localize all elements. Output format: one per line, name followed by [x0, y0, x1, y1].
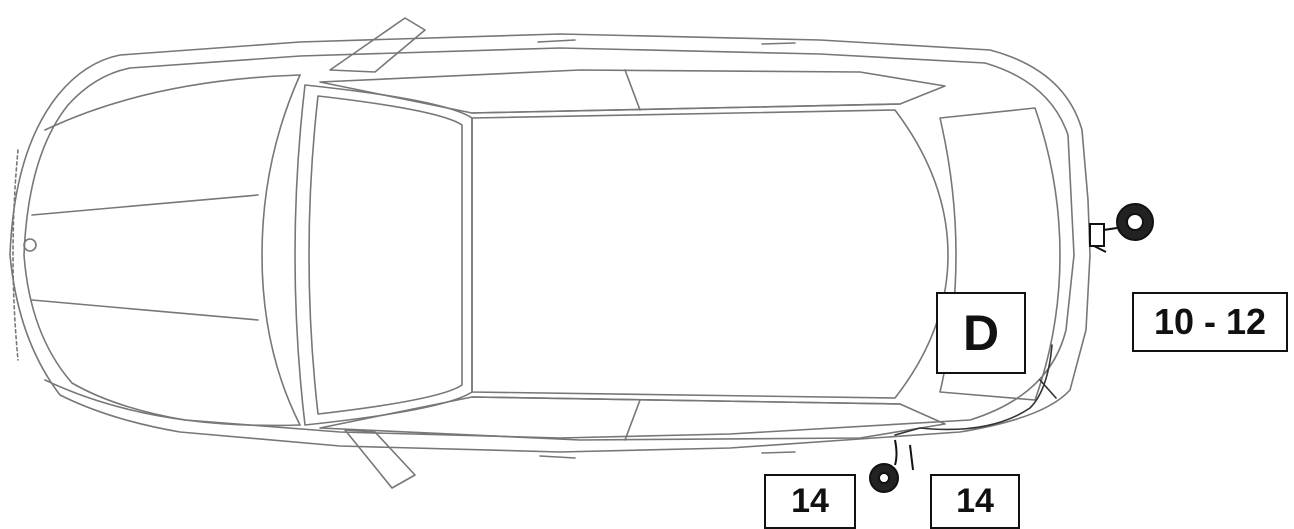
door-handle-bottom-rear: [761, 451, 796, 454]
hood-centerline-2: [31, 299, 259, 321]
hood-crease-bottom: [44, 379, 301, 427]
callout-step-range-label: 10 - 12: [1153, 301, 1267, 342]
hood-centerline: [31, 194, 259, 216]
trailer-socket-icon: [1089, 203, 1154, 253]
mirror-right: [344, 429, 416, 489]
callout-step-left-label: 14: [791, 482, 829, 520]
rear-window: [939, 107, 1061, 401]
mirror-left: [329, 17, 426, 73]
door-handle-top-front: [537, 39, 576, 43]
side-window-top: [319, 69, 946, 114]
front-grille: [12, 149, 19, 361]
callout-step-range: 10 - 12: [1132, 292, 1288, 352]
door-handle-top-rear: [761, 42, 796, 45]
door-split-bottom: [624, 399, 641, 441]
door-split-top: [624, 69, 641, 111]
roof: [471, 109, 949, 399]
connector-plug-icon: [869, 439, 914, 493]
hood-crease-top: [44, 74, 301, 131]
callout-step-right: 14: [930, 474, 1020, 529]
wiring-harness: [894, 344, 1053, 436]
car-body-inner-line: [23, 47, 1075, 439]
callout-step-left: 14: [764, 474, 856, 529]
front-emblem: [23, 238, 37, 252]
door-handle-bottom-front: [539, 455, 576, 459]
callout-zone-d: D: [936, 292, 1026, 374]
wiring-harness-2: [1039, 379, 1057, 399]
callout-step-right-label: 14: [956, 482, 994, 520]
windshield: [294, 84, 473, 426]
callout-zone-d-label: D: [962, 305, 1000, 361]
windshield-inner: [308, 95, 463, 415]
car-body-outline: [9, 33, 1091, 453]
side-window-bottom: [319, 396, 946, 441]
hood-edge: [261, 74, 301, 426]
